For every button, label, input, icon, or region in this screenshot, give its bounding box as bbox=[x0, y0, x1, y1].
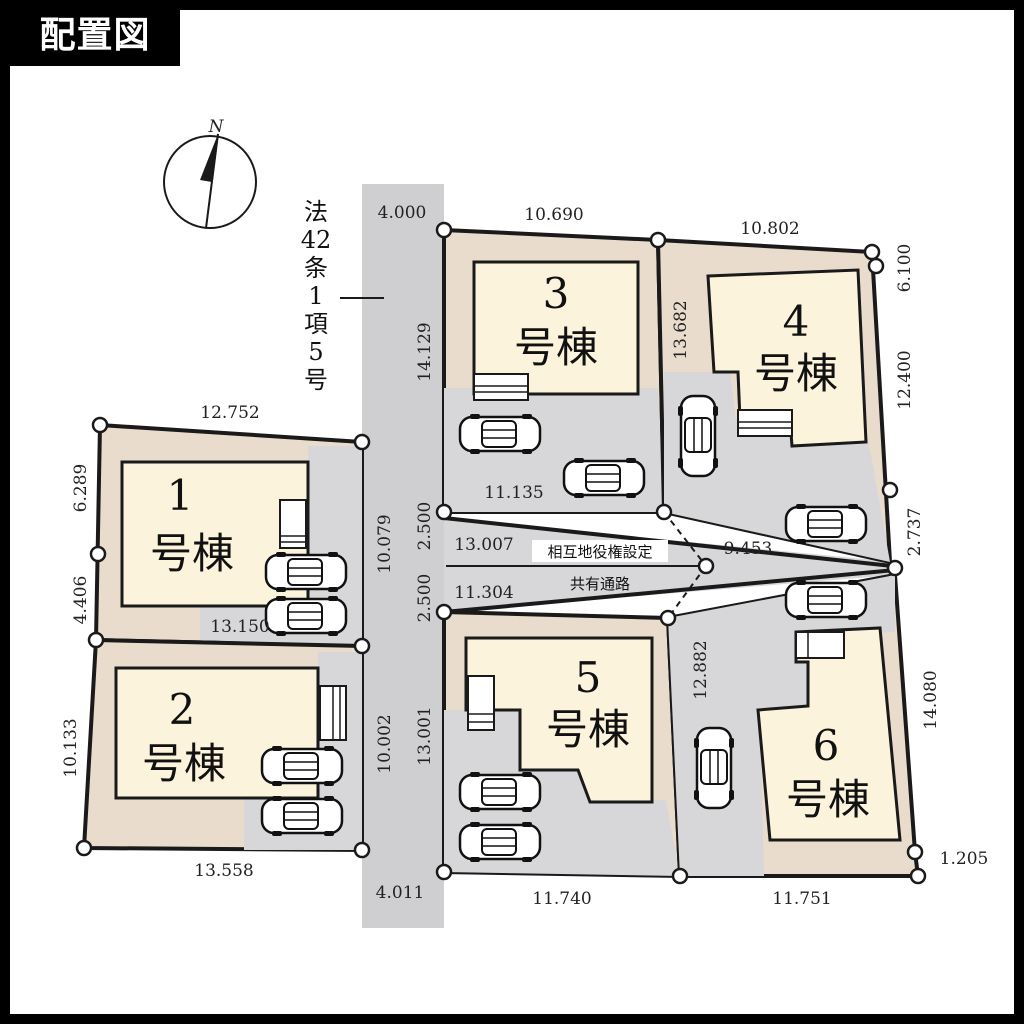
dimension-labels: 4.000 10.690 10.802 6.100 14.129 13.682 … bbox=[61, 203, 988, 909]
house-6 bbox=[756, 626, 902, 842]
svg-text:14.080: 14.080 bbox=[921, 670, 941, 729]
svg-text:4.011: 4.011 bbox=[376, 883, 425, 903]
svg-text:2.500: 2.500 bbox=[415, 502, 435, 551]
car-lot-2b bbox=[260, 794, 344, 838]
svg-text:号棟: 号棟 bbox=[546, 705, 630, 754]
boundary-markers bbox=[75, 221, 927, 885]
svg-text:5: 5 bbox=[575, 653, 602, 702]
svg-text:12.882: 12.882 bbox=[691, 640, 711, 699]
svg-text:条: 条 bbox=[304, 254, 328, 282]
svg-text:6.100: 6.100 bbox=[895, 244, 915, 293]
svg-text:10.079: 10.079 bbox=[375, 514, 395, 573]
svg-text:4: 4 bbox=[783, 297, 810, 346]
svg-text:10.802: 10.802 bbox=[740, 219, 799, 239]
svg-text:法: 法 bbox=[304, 198, 328, 226]
svg-text:5: 5 bbox=[308, 338, 323, 366]
north-label: N bbox=[208, 117, 225, 137]
svg-text:号棟: 号棟 bbox=[514, 323, 598, 372]
title-tag: 配置図 bbox=[10, 10, 180, 66]
svg-text:12.752: 12.752 bbox=[200, 403, 259, 423]
svg-text:号棟: 号棟 bbox=[150, 529, 234, 578]
svg-text:12.400: 12.400 bbox=[895, 350, 915, 409]
lot-1 bbox=[93, 422, 364, 649]
car-lot-3a bbox=[458, 412, 542, 456]
car-lot-5b bbox=[458, 820, 542, 864]
svg-text:4.000: 4.000 bbox=[378, 203, 427, 223]
svg-text:4.406: 4.406 bbox=[71, 576, 91, 625]
svg-text:6: 6 bbox=[813, 721, 840, 770]
car-lot-6b bbox=[692, 726, 736, 810]
svg-text:号棟: 号棟 bbox=[786, 775, 870, 824]
svg-text:13.682: 13.682 bbox=[671, 300, 691, 359]
road bbox=[362, 184, 444, 928]
svg-text:13.558: 13.558 bbox=[194, 861, 253, 881]
svg-text:2.737: 2.737 bbox=[905, 508, 925, 557]
svg-text:1: 1 bbox=[167, 471, 194, 520]
svg-text:42: 42 bbox=[301, 226, 332, 254]
lot-6 bbox=[665, 572, 921, 878]
svg-text:11.135: 11.135 bbox=[484, 483, 543, 503]
svg-text:14.129: 14.129 bbox=[415, 322, 435, 381]
svg-text:号: 号 bbox=[304, 366, 328, 394]
svg-text:10.133: 10.133 bbox=[61, 718, 81, 777]
svg-text:11.304: 11.304 bbox=[454, 583, 513, 603]
svg-text:項: 項 bbox=[304, 310, 328, 338]
svg-text:13.150: 13.150 bbox=[210, 617, 269, 637]
svg-text:9.453: 9.453 bbox=[724, 539, 773, 559]
car-lot-1b bbox=[264, 594, 348, 638]
easement-label-1: 相互地役権設定 bbox=[547, 543, 652, 561]
car-lot-1a bbox=[264, 550, 348, 594]
svg-text:2: 2 bbox=[169, 685, 196, 734]
svg-text:11.740: 11.740 bbox=[532, 889, 591, 909]
house-3 bbox=[472, 260, 640, 396]
svg-text:1.205: 1.205 bbox=[940, 849, 989, 869]
svg-text:13.007: 13.007 bbox=[454, 535, 513, 555]
svg-text:10.002: 10.002 bbox=[375, 714, 395, 773]
svg-text:3: 3 bbox=[543, 269, 570, 318]
car-lot-6a bbox=[784, 578, 868, 622]
compass-icon bbox=[163, 133, 257, 229]
svg-text:2.500: 2.500 bbox=[415, 574, 435, 623]
car-lot-2a bbox=[260, 744, 344, 788]
car-lot-4a bbox=[676, 394, 720, 478]
svg-text:1: 1 bbox=[308, 282, 323, 310]
svg-text:号棟: 号棟 bbox=[142, 739, 226, 788]
easement-label-2: 共有通路 bbox=[570, 575, 630, 593]
svg-text:号棟: 号棟 bbox=[754, 349, 838, 398]
road-label: 法 42 条 1 項 5 号 bbox=[301, 198, 332, 394]
svg-text:13.001: 13.001 bbox=[415, 706, 435, 765]
svg-text:11.751: 11.751 bbox=[772, 889, 831, 909]
car-lot-4b bbox=[784, 502, 868, 546]
svg-text:10.690: 10.690 bbox=[524, 205, 583, 225]
house-labels: 1 号棟 2 号棟 3 号棟 4 号棟 5 号棟 6 号棟 bbox=[142, 269, 870, 824]
car-lot-3b bbox=[562, 456, 646, 500]
car-lot-5a bbox=[458, 770, 542, 814]
passage-edge-bottom bbox=[443, 568, 896, 614]
svg-text:6.289: 6.289 bbox=[71, 464, 91, 513]
